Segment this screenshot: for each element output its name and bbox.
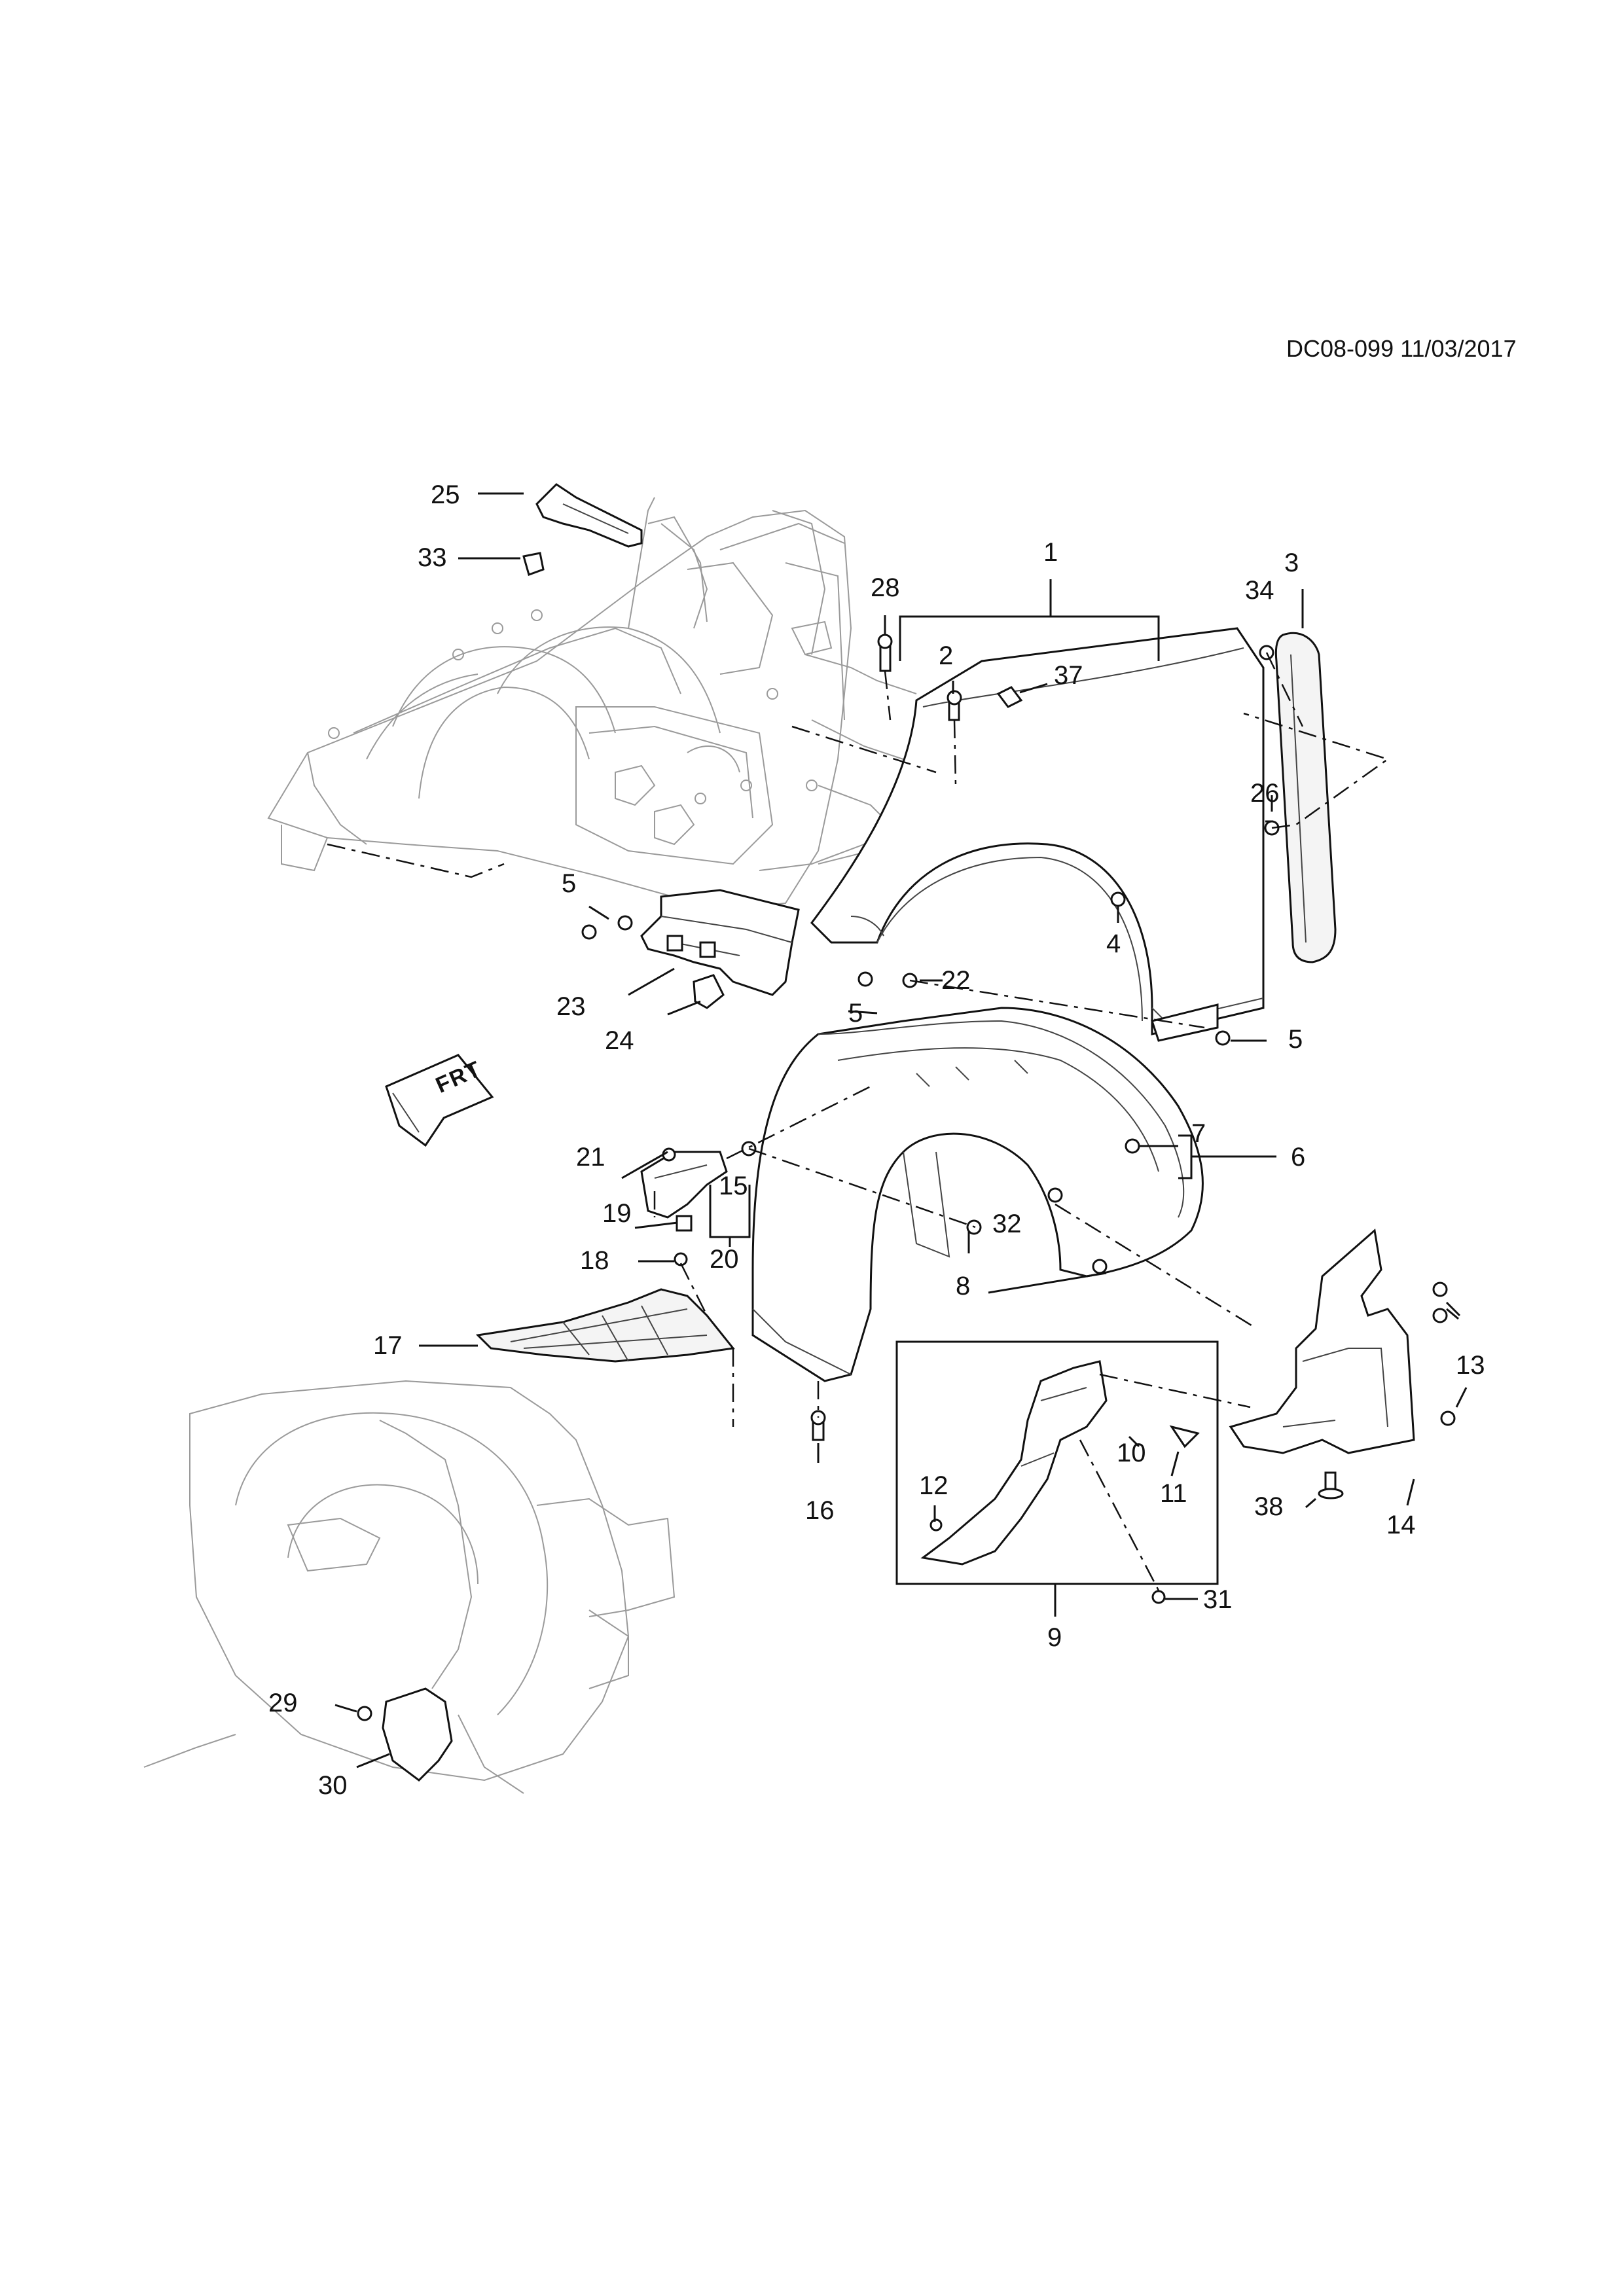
callout-10: 10 [1117, 1439, 1146, 1467]
callout-37: 37 [1054, 661, 1083, 690]
callout-5-fender: 5 [1288, 1025, 1303, 1054]
lower-wheelhouse-view [143, 1380, 676, 1794]
callout-25: 25 [431, 480, 460, 509]
callout-23: 23 [556, 992, 586, 1021]
callout-28: 28 [871, 573, 900, 602]
callout-32: 32 [992, 1210, 1022, 1238]
air-deflector [1229, 1229, 1456, 1499]
callout-29: 29 [268, 1689, 298, 1717]
callout-38: 38 [1254, 1492, 1284, 1521]
callout-6: 6 [1291, 1143, 1306, 1172]
fastener-group-top [581, 634, 1280, 1046]
callout-21: 21 [576, 1143, 605, 1172]
callout-5-liner: 5 [848, 999, 863, 1028]
fender-seal [1274, 632, 1337, 963]
callout-8: 8 [956, 1272, 971, 1300]
wheelhouse-liner [751, 1007, 1204, 1382]
callout-9: 9 [1047, 1623, 1062, 1652]
callout-2: 2 [939, 641, 954, 670]
fender-panel [810, 627, 1265, 1042]
callout-3: 3 [1284, 548, 1299, 577]
callout-1: 1 [1043, 538, 1058, 567]
front-body-structure [267, 497, 917, 911]
underbody-shield [475, 1252, 826, 1441]
callout-18: 18 [580, 1246, 609, 1275]
callout-15: 15 [719, 1172, 748, 1200]
callout-19: 19 [602, 1199, 632, 1228]
callout-14: 14 [1386, 1511, 1416, 1539]
callout-16: 16 [805, 1496, 835, 1525]
fender-bracket [640, 889, 800, 1009]
callout-4: 4 [1106, 929, 1121, 958]
callout-7: 7 [1191, 1119, 1206, 1148]
callout-11: 11 [1160, 1479, 1187, 1508]
callout-24: 24 [605, 1026, 634, 1055]
upper-rail-bracket [522, 483, 643, 576]
callout-34: 34 [1245, 576, 1274, 605]
callout-17: 17 [373, 1331, 403, 1360]
detail-inset [895, 1340, 1219, 1604]
document-reference: DC08-099 11/03/2017 [1286, 335, 1517, 362]
front-direction-arrow [385, 1054, 494, 1147]
callout-5-bracket: 5 [562, 869, 577, 898]
callout-22: 22 [941, 966, 971, 995]
callout-20: 20 [710, 1245, 739, 1274]
callout-31: 31 [1203, 1585, 1233, 1614]
callout-26: 26 [1250, 779, 1280, 808]
callout-33: 33 [418, 543, 447, 572]
callout-12: 12 [919, 1471, 948, 1500]
callout-30: 30 [318, 1771, 348, 1800]
assembly-lines [327, 652, 1390, 1591]
leader-lines [334, 492, 1468, 1768]
callout-13: 13 [1456, 1351, 1485, 1380]
